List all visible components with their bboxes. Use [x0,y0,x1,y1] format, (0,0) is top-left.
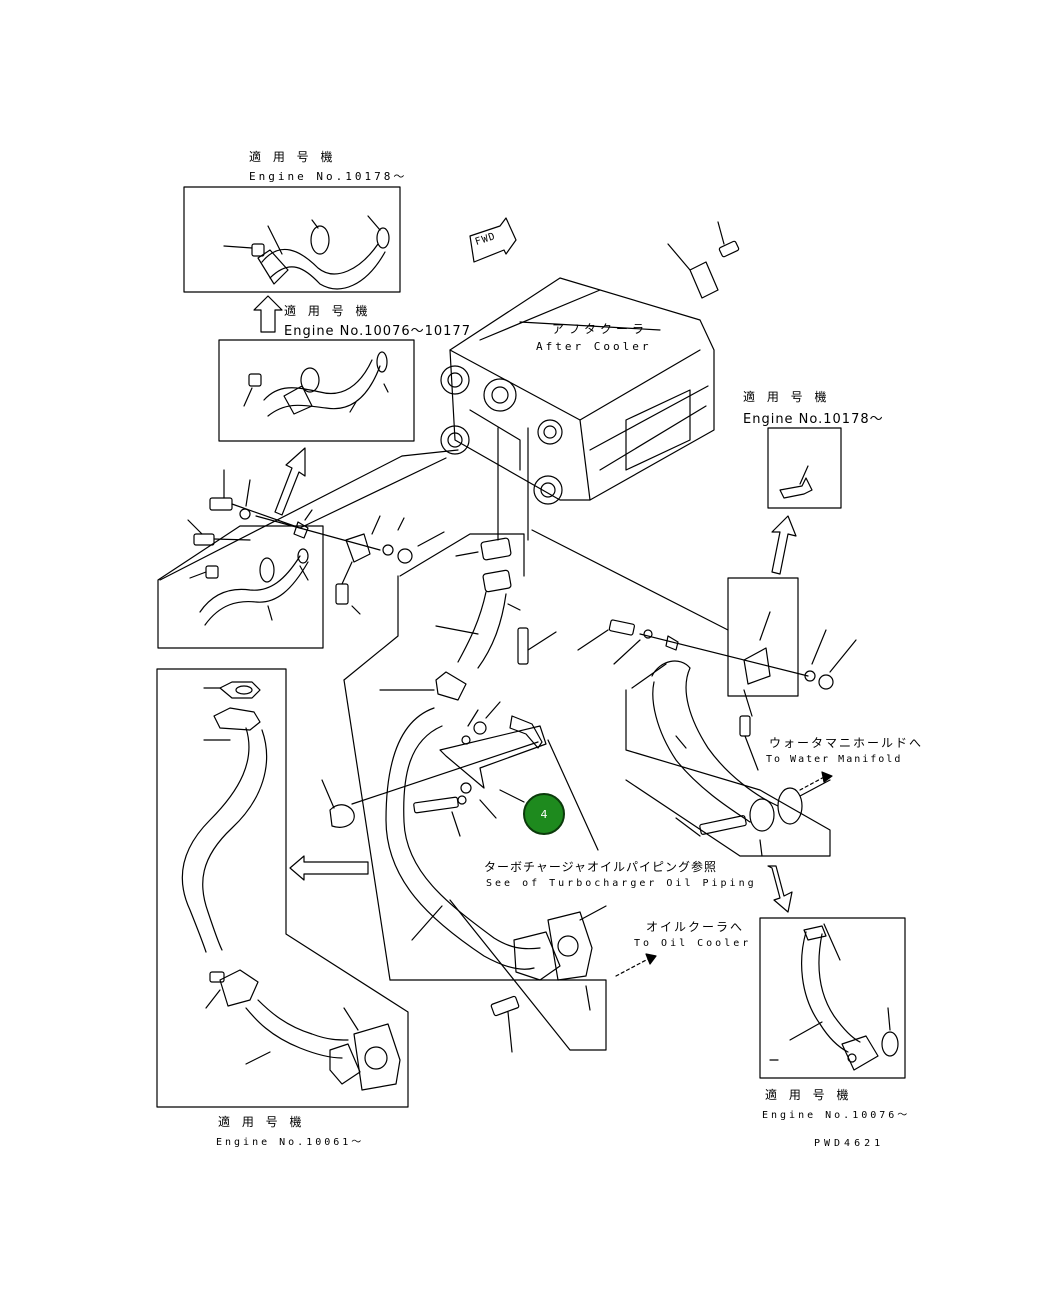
pipe-bottom-right [769,923,899,1071]
turbo-jp: ターボチャージャオイルパイピング参照 [484,860,718,874]
bottom-left-applicable-en: Engine No.10061～ [216,1137,365,1148]
bottom-right-applicable-jp: 適 用 号 機 [765,1088,853,1102]
frame-center [343,679,391,981]
mid-applicable-en: Engine No.10076～10177 [284,324,471,339]
bracket-left-small [321,741,539,828]
arrow-up-right [771,515,797,575]
part-callout-number: 4 [540,807,548,821]
oil-cooler-en: To Oil Cooler [634,938,752,949]
inset-box-top [183,186,401,293]
pipe-water-manifold [625,660,831,857]
after-cooler [440,277,715,541]
inset-box-bottom-left [156,668,409,1108]
oil-cooler-jp: オイルクーラへ [646,920,745,934]
pipe-central-main [385,707,607,1053]
arrow-diag-left [274,447,306,516]
mid-applicable-jp: 適 用 号 機 [284,304,372,318]
bolts-right [577,619,857,771]
aftercooler-jp: アフタクーラ [552,322,649,336]
arrow-down-right [767,865,793,913]
bolts-upper-left [187,469,445,615]
right-applicable-jp: 適 用 号 機 [743,390,831,404]
right-applicable-en: Engine No.10178～ [743,412,884,427]
fwd-arrow [469,217,517,263]
bracket-turbo [413,701,599,851]
pipe-left-inset [189,548,309,626]
inset-box-right-mid [727,577,799,697]
inset-box-middle [218,339,415,442]
aftercooler-en: After Cooler [536,340,652,353]
water-manifold-jp: ウォータマニホールドへ [769,736,924,750]
bottom-right-applicable-en: Engine No.10076～ [762,1110,911,1121]
inset-box-left [157,525,324,649]
pipe-bottom-left [181,681,401,1091]
inset-box-bottom-right [759,917,906,1079]
arrow-water-manifold [799,771,833,791]
turbo-en: See of Turbocharger Oil Piping [486,878,757,889]
pipe-middle-inset [243,351,389,417]
plate-top-right [667,221,740,299]
arrow-up-top [253,295,283,333]
drawing-code: PWD4621 [814,1138,885,1149]
arrow-oil-cooler [615,953,657,977]
part-callout-4[interactable]: 4 [523,793,565,835]
top-applicable-jp: 適 用 号 機 [249,150,337,164]
arrow-left-bottom [289,855,369,881]
top-applicable-en: Engine No.10178～ [249,170,408,183]
inset-box-right [767,427,842,509]
pipe-central-upper [379,537,557,701]
bottom-left-applicable-jp: 適 用 号 機 [218,1115,306,1129]
pipe-top-inset [223,215,390,290]
water-manifold-en: To Water Manifold [766,754,903,765]
